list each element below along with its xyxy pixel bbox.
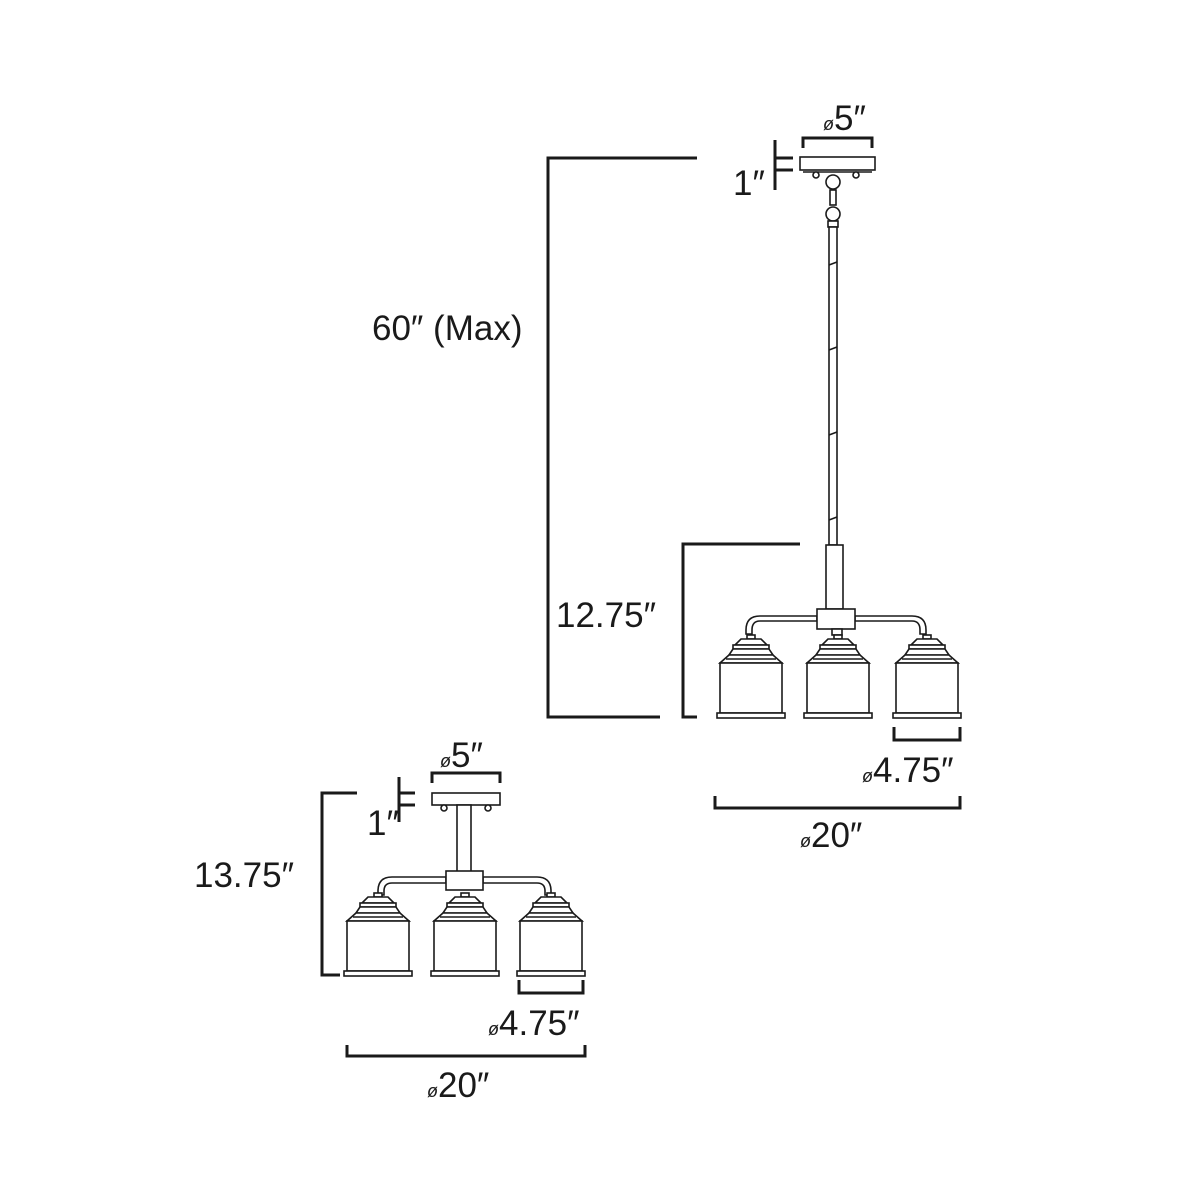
svg-text:ø20″: ø20″ — [427, 1066, 489, 1105]
semi-flush-overall-height-label: 13.75″ — [194, 856, 294, 895]
svg-text:ø20″: ø20″ — [800, 816, 862, 855]
semi-flush-shade-left — [343, 892, 413, 977]
pendant-shade-right — [892, 634, 962, 719]
semi-flush-hub — [445, 870, 484, 891]
diameter-symbol: ø — [823, 114, 834, 134]
svg-text:ø5″: ø5″ — [823, 99, 866, 138]
semi-flush-shade-diameter-label: 4.75″ — [499, 1004, 580, 1043]
pendant-shade-left — [716, 634, 786, 719]
pendant-hub — [816, 608, 856, 630]
pendant-fixture — [716, 156, 962, 719]
semi-flush-canopy-height-label: 1″ — [367, 804, 399, 843]
pendant-shade-diameter-label: 4.75″ — [873, 751, 954, 790]
pendant-canopy-height-label: 1″ — [733, 164, 765, 203]
semi-flush-canopy — [431, 792, 501, 806]
chain-ring — [825, 174, 841, 190]
semi-flush-fixture — [343, 792, 586, 977]
semi-flush-shade-right — [516, 892, 586, 977]
svg-text:ø4.75″: ø4.75″ — [862, 751, 954, 790]
pendant-body-height-label: 12.75″ — [556, 596, 656, 635]
semi-flush-dimensions: ø5″ 1″ 13.75″ ø4.75″ ø20″ — [194, 736, 587, 1105]
semi-flush-fixture-diameter-label: 20″ — [438, 1066, 489, 1105]
svg-text:ø5″: ø5″ — [440, 736, 483, 775]
pendant-overall-height-label: 60″ (Max) — [372, 309, 522, 348]
pendant-stem — [825, 544, 844, 610]
pendant-rod — [828, 226, 838, 546]
pendant-canopy — [799, 156, 876, 171]
svg-text:ø4.75″: ø4.75″ — [488, 1004, 580, 1043]
pendant-dimensions: ø5″ 1″ 60″ (Max) 12.75″ ø4.75″ ø20″ — [372, 99, 962, 855]
pendant-shade-center — [803, 634, 873, 719]
pendant-fixture-diameter-label: 20″ — [811, 816, 862, 855]
semi-flush-canopy-diameter-label: 5″ — [451, 736, 483, 775]
pendant-canopy-diameter-label: 5″ — [834, 99, 866, 138]
chain-ring — [825, 206, 841, 222]
semi-flush-stem — [456, 804, 472, 873]
semi-flush-shade-center — [430, 892, 500, 977]
